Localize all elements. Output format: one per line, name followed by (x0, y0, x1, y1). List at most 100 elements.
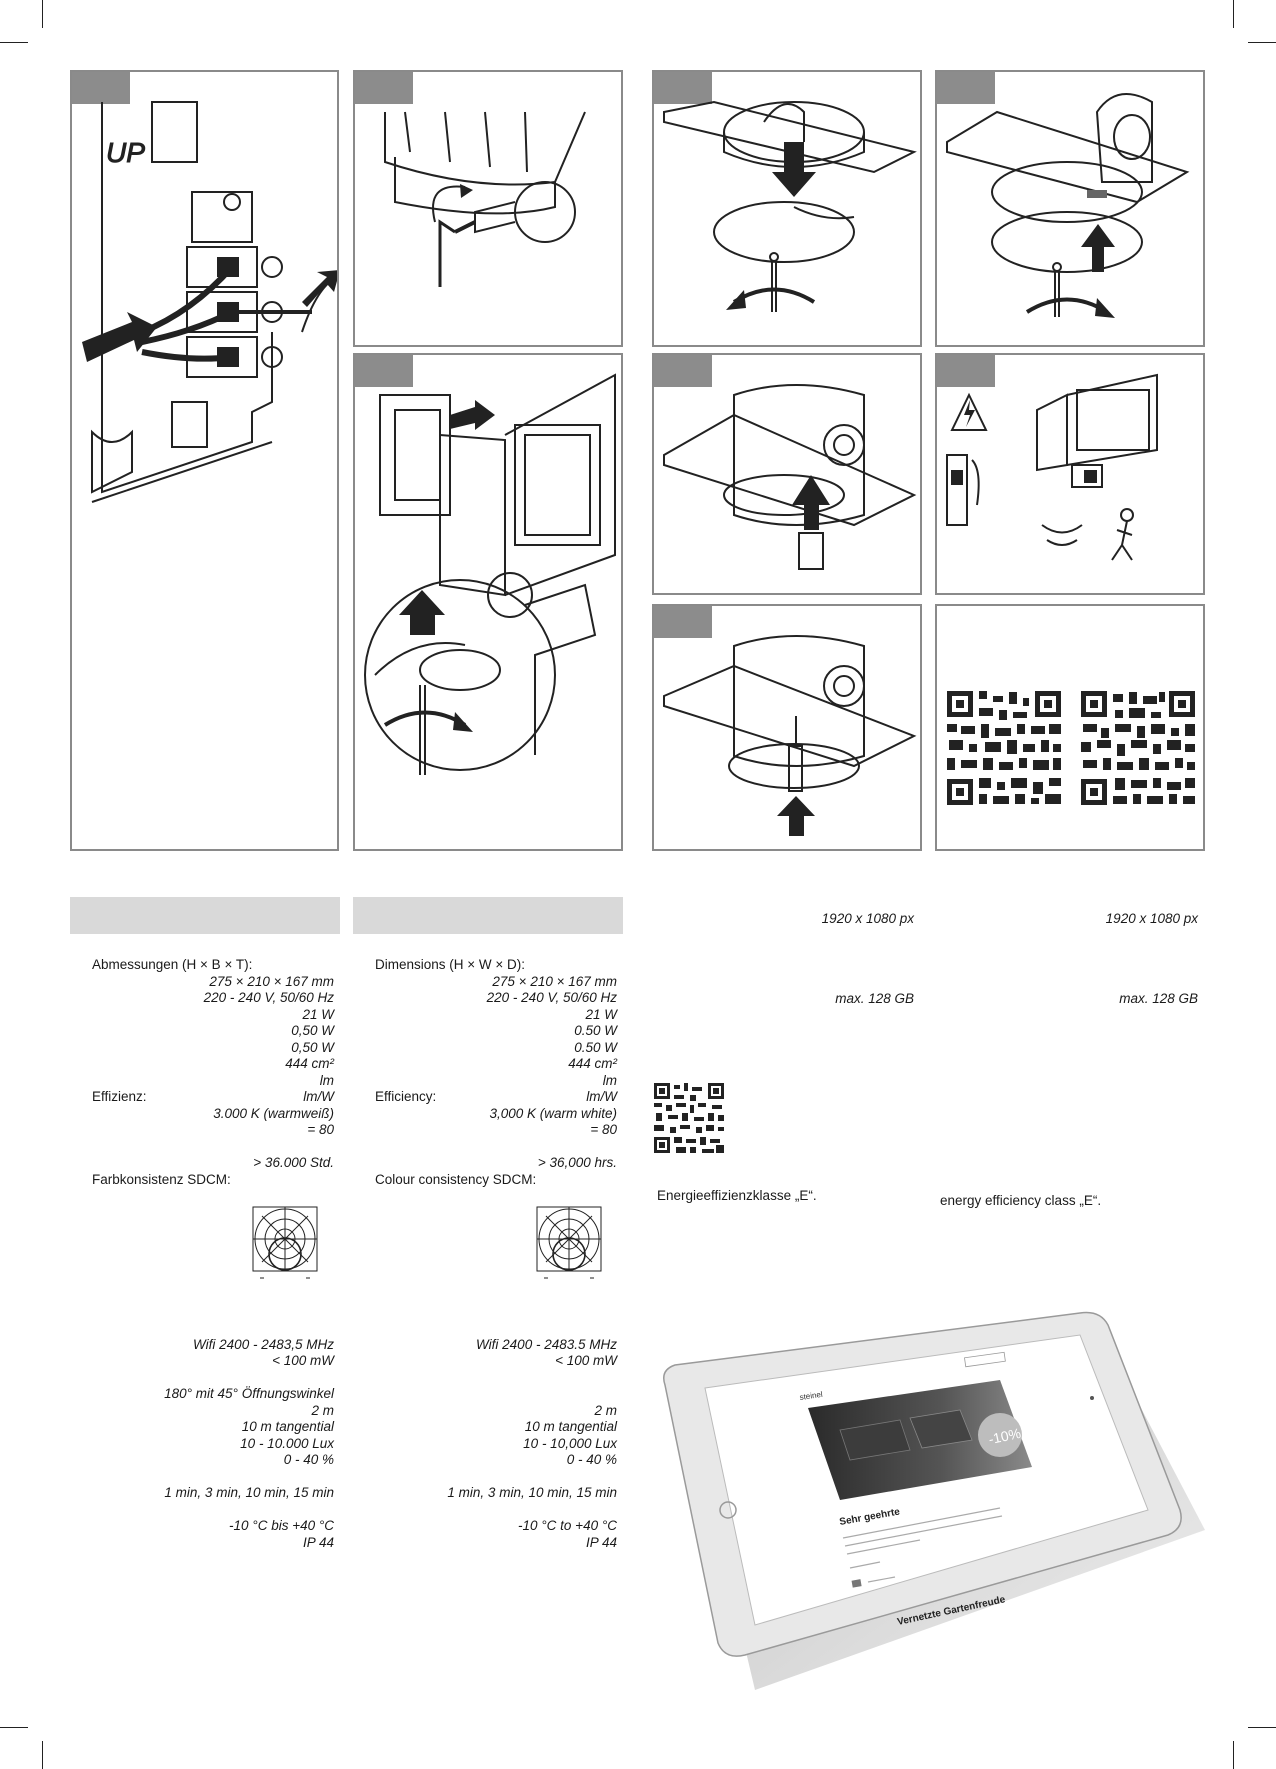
spec-gap (375, 1304, 617, 1321)
spec-row: Wifi 2400 - 2483,5 MHz (92, 1337, 334, 1354)
spec-value: lm/W (303, 1089, 334, 1104)
spec-value: 0 - 40 % (566, 1452, 617, 1467)
spec-value: 0,50 W (291, 1039, 334, 1055)
spec-gap (375, 1287, 617, 1304)
spec-row: = 80 (375, 1122, 617, 1139)
spec-label: Dimensions (H × W × D): (375, 957, 526, 972)
spec-value: 444 cm² (568, 1056, 617, 1071)
tablet-mockup: -10% steinel Sehr geehrte Vernetzte Gart… (663, 1311, 1205, 1690)
spec-value: 10 - 10,000 Lux (523, 1435, 617, 1451)
spec-row: IP 44 (375, 1535, 617, 1552)
spec-value: 0 - 40 % (283, 1452, 334, 1467)
qr-codes (947, 691, 1195, 805)
spec-value: > 36.000 Std. (253, 1155, 334, 1170)
figure-mount-insert (935, 70, 1205, 347)
spec-gap (92, 1320, 334, 1337)
spec-row: -10 °C bis +40 °C (92, 1518, 334, 1535)
figure-tab (355, 355, 413, 387)
crop-mark (1233, 0, 1234, 28)
spec-row: Colour consistency SDCM: (375, 1172, 617, 1189)
spec-value: > 36,000 hrs. (537, 1155, 617, 1170)
spec-label: Colour consistency SDCM: (375, 1171, 537, 1187)
spec-gap (375, 1188, 617, 1205)
svg-text:UP: UP (106, 137, 145, 168)
spec-row: 220 - 240 V, 50/60 Hz (375, 990, 617, 1007)
tablet-discount-badge: -10% (987, 1425, 1022, 1447)
spec-row: Wifi 2400 - 2483.5 MHz (375, 1337, 617, 1354)
product-qr-code (654, 1083, 724, 1153)
spec-header-bar-de (70, 897, 340, 934)
spec-row: 1 min, 3 min, 10 min, 15 min (375, 1485, 617, 1502)
allen-key-illustration (384, 111, 586, 287)
spec-label: Effizienz: (92, 1089, 147, 1104)
mount-remove-illustration (663, 100, 917, 312)
spec-row: 0 - 40 % (92, 1452, 334, 1469)
spec-row: 444 cm² (375, 1056, 617, 1073)
spec-value: 2 m (594, 1402, 617, 1418)
spec-row: > 36.000 Std. (92, 1155, 334, 1172)
spec-value: 10 - 10.000 Lux (240, 1435, 334, 1451)
storage-right: max. 128 GB (1119, 991, 1198, 1006)
wiring-illustration: UP (82, 101, 337, 503)
spec-column-de: Abmessungen (H × B × T):275 × 210 × 167 … (92, 957, 334, 1551)
spec-value: 3,000 K (warm white) (489, 1105, 617, 1121)
spec-value: -10 °C bis +40 °C (229, 1518, 334, 1533)
spec-value: = 80 (307, 1122, 334, 1137)
spec-row: 2 m (92, 1403, 334, 1420)
figure-wiring-terminal: UP (70, 70, 339, 851)
figure-power-motion (935, 353, 1205, 595)
figure-sd-card (652, 353, 922, 595)
spec-gap (92, 1304, 334, 1321)
spec-row: 444 cm² (92, 1056, 334, 1073)
spec-value: 0.50 W (574, 1023, 617, 1038)
spec-value: Wifi 2400 - 2483.5 MHz (476, 1336, 617, 1352)
spec-gap (375, 1502, 617, 1519)
power-motion-illustration (946, 373, 1158, 561)
spec-value: 444 cm² (285, 1056, 334, 1071)
spec-row: 3,000 K (warm white) (375, 1106, 617, 1123)
spec-label: Farbkonsistenz SDCM: (92, 1171, 231, 1187)
spec-row: Efficiency:lm/W (375, 1089, 617, 1106)
spec-row: = 80 (92, 1122, 334, 1139)
spec-row: 0 - 40 % (375, 1452, 617, 1469)
housing-mount-illustration (364, 373, 616, 775)
energy-class-de: Energieeffizienzklasse „E“. (657, 1188, 817, 1203)
spec-gap (92, 1287, 334, 1304)
figure-mount-remove (652, 70, 922, 347)
spec-row: 10 m tangential (92, 1419, 334, 1436)
spec-value: < 100 mW (272, 1353, 334, 1368)
spec-header-bar-en (353, 897, 623, 934)
spec-label: Abmessungen (H × B × T): (92, 957, 253, 972)
spec-row: -10 °C to +40 °C (375, 1518, 617, 1535)
spec-value: 0.50 W (574, 1039, 617, 1055)
spec-value: 2 m (311, 1402, 334, 1418)
figure-tab (355, 72, 413, 104)
spec-row: Abmessungen (H × B × T): (92, 957, 334, 974)
figure-tab (654, 606, 712, 638)
figure-tab (72, 72, 130, 104)
spec-row: IP 44 (92, 1535, 334, 1552)
figure-tab (654, 72, 712, 104)
figure-allen-key (353, 70, 623, 347)
spec-row: 180° mit 45° Öffnungswinkel (92, 1386, 334, 1403)
spec-value: 275 × 210 × 167 mm (209, 973, 334, 989)
spec-gap (92, 1188, 334, 1205)
spec-row: 0.50 W (375, 1023, 617, 1040)
spec-gap (375, 1320, 617, 1337)
resolution-left: 1920 x 1080 px (821, 911, 914, 926)
crop-mark (1248, 42, 1276, 43)
spec-value: 3.000 K (warmweiß) (213, 1105, 334, 1121)
spec-value: 10 m tangential (241, 1419, 334, 1434)
sd-card-illustration (663, 384, 917, 570)
spec-row: < 100 mW (375, 1353, 617, 1370)
spec-value: 10 m tangential (524, 1419, 617, 1434)
spec-gap (375, 1139, 617, 1156)
tablet-brand: steinel (799, 1390, 823, 1402)
spec-value: 1 min, 3 min, 10 min, 15 min (447, 1485, 617, 1500)
spec-value: 21 W (585, 1006, 617, 1022)
figure-tab (654, 355, 712, 387)
mount-insert-illustration (946, 93, 1190, 318)
spec-value: 275 × 210 × 167 mm (492, 973, 617, 989)
storage-left: max. 128 GB (835, 991, 914, 1006)
spec-value: 1 min, 3 min, 10 min, 15 min (164, 1485, 334, 1500)
